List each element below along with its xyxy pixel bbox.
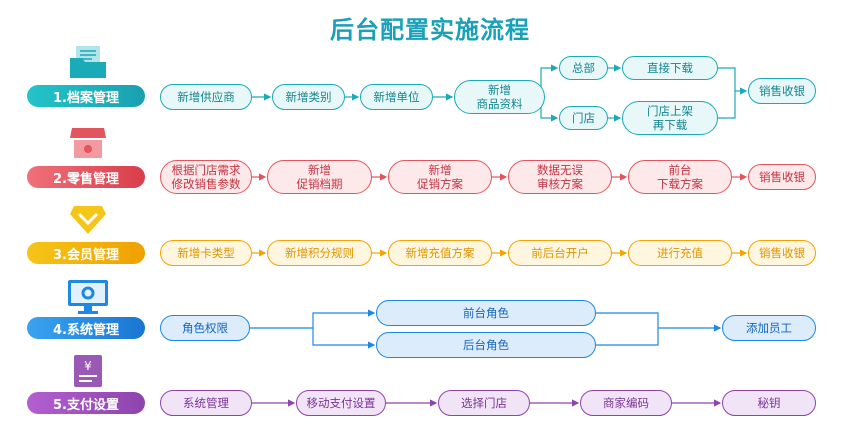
category-retail: 2.零售管理 xyxy=(27,166,145,188)
monitor-gear-icon xyxy=(68,280,108,314)
node-store: 门店 xyxy=(559,106,608,130)
node-system-management: 系统管理 xyxy=(160,390,252,416)
node-secret-key: 秘钥 xyxy=(722,390,816,416)
node-headquarters: 总部 xyxy=(559,56,608,80)
node-add-unit: 新增单位 xyxy=(360,84,433,110)
node-front-role: 前台角色 xyxy=(376,300,596,326)
node-role-permissions: 角色权限 xyxy=(160,315,250,341)
svg-text:¥: ¥ xyxy=(84,359,92,373)
category-archive: 1.档案管理 xyxy=(27,85,145,107)
node-store-listing: 门店上架 再下载 xyxy=(622,101,718,135)
node-add-promo-plan: 新增 促销方案 xyxy=(388,160,492,194)
node-recharge: 进行充值 xyxy=(628,240,732,266)
node-add-product: 新增 商品资料 xyxy=(454,80,545,114)
node-modify-sales-params: 根据门店需求 修改销售参数 xyxy=(160,160,252,194)
node-add-card-type: 新增卡类型 xyxy=(160,240,252,266)
node-select-store: 选择门店 xyxy=(438,390,530,416)
store-icon xyxy=(70,128,106,158)
node-download-plan: 前台 下载方案 xyxy=(628,160,732,194)
category-payment: 5.支付设置 xyxy=(27,392,145,414)
page-title: 后台配置实施流程 xyxy=(330,16,530,44)
node-direct-download: 直接下载 xyxy=(622,56,718,80)
node-archive-checkout: 销售收银 xyxy=(748,78,816,104)
category-member: 3.会员管理 xyxy=(27,242,145,264)
folder-icon xyxy=(70,46,106,78)
node-open-account: 前后台开户 xyxy=(508,240,612,266)
node-mobile-pay-settings: 移动支付设置 xyxy=(296,390,386,416)
node-retail-checkout: 销售收银 xyxy=(748,164,816,190)
category-system: 4.系统管理 xyxy=(27,317,145,339)
node-review-plan: 数据无误 审核方案 xyxy=(508,160,612,194)
node-add-supplier: 新增供应商 xyxy=(160,84,252,110)
payment-doc-icon: ¥ xyxy=(74,355,102,387)
node-add-employee: 添加员工 xyxy=(722,315,816,341)
diamond-icon xyxy=(70,206,106,234)
node-add-points-rule: 新增积分规则 xyxy=(267,240,372,266)
node-back-role: 后台角色 xyxy=(376,332,596,358)
node-member-checkout: 销售收银 xyxy=(748,240,816,266)
node-add-promo-period: 新增 促销档期 xyxy=(267,160,372,194)
node-merchant-code: 商家编码 xyxy=(580,390,672,416)
node-add-recharge-plan: 新增充值方案 xyxy=(388,240,492,266)
node-add-category: 新增类别 xyxy=(272,84,345,110)
